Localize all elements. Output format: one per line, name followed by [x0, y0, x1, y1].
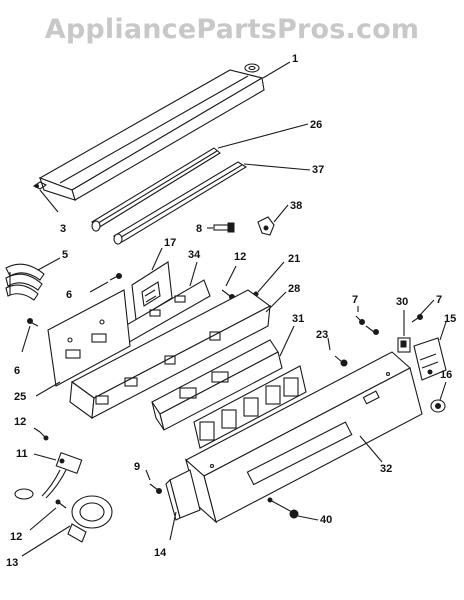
part-38-bracket [257, 216, 275, 236]
callout-6-top: 6 [66, 289, 72, 301]
callout-37: 37 [312, 164, 324, 176]
part-14-end-cap [165, 469, 201, 521]
callout-26: 26 [310, 119, 322, 131]
part-8-screw [213, 222, 235, 233]
callout-17: 17 [164, 237, 176, 249]
callout-6-lower: 6 [14, 365, 20, 377]
part-16-knob [430, 399, 446, 413]
callout-12-top: 12 [234, 251, 246, 263]
callout-15: 23 [316, 329, 328, 341]
part-7-screw-right [411, 314, 423, 323]
part-6-screw-top [109, 273, 122, 281]
callout-5: 5 [62, 249, 68, 261]
callout-7-left: 7 [352, 294, 358, 306]
callout-14: 14 [154, 547, 167, 559]
callout-21: 21 [288, 253, 300, 265]
part-9-screw [149, 483, 162, 494]
part-17-board [131, 261, 173, 321]
callout-28: 28 [288, 283, 300, 295]
part-6-screw-lower [27, 318, 39, 327]
part-3-clip [32, 181, 48, 190]
part-5-ribbon-cable [5, 263, 45, 301]
callout-8: 8 [196, 223, 202, 235]
callout-3: 3 [60, 223, 66, 235]
callout-12-lower: 12 [10, 531, 22, 543]
part-40-screw [267, 497, 299, 519]
callout-16: 16 [440, 369, 452, 381]
part-25-circuit-board [47, 289, 131, 387]
part-11-wire-harness [14, 451, 83, 500]
callout-12-mid: 12 [14, 416, 26, 428]
part-26-rod [91, 147, 221, 232]
watermark: AppliancePartsPros.com [44, 14, 420, 45]
callout-23: 31 [292, 313, 304, 325]
callout-9: 9 [134, 461, 140, 473]
callout-1: 1 [292, 53, 298, 65]
callout-40: 40 [320, 514, 332, 526]
part-30-connector [397, 337, 411, 353]
callout-7-right: 7 [436, 294, 442, 306]
part-31-bracket [413, 337, 447, 381]
part-7-screws [355, 315, 379, 335]
callout-32: 32 [380, 463, 392, 475]
part-23-display-frame [151, 339, 283, 431]
part-37-rod [113, 161, 248, 245]
part-13-pressure-switch [67, 495, 113, 543]
callout-31: 15 [444, 313, 456, 325]
callout-34: 34 [188, 249, 201, 261]
part-12-screw-lower [55, 499, 67, 509]
keypad-overlay [193, 365, 307, 449]
part-1-top-cover [38, 63, 265, 201]
callout-30: 30 [396, 296, 408, 308]
callout-25: 25 [14, 391, 26, 403]
part-28-housing [69, 289, 272, 420]
callout-13: 13 [6, 557, 18, 569]
callout-11: 11 [16, 448, 28, 460]
callout-38: 38 [290, 200, 302, 212]
part-12-screw-mid [39, 431, 49, 441]
part-15-screw [334, 355, 348, 367]
